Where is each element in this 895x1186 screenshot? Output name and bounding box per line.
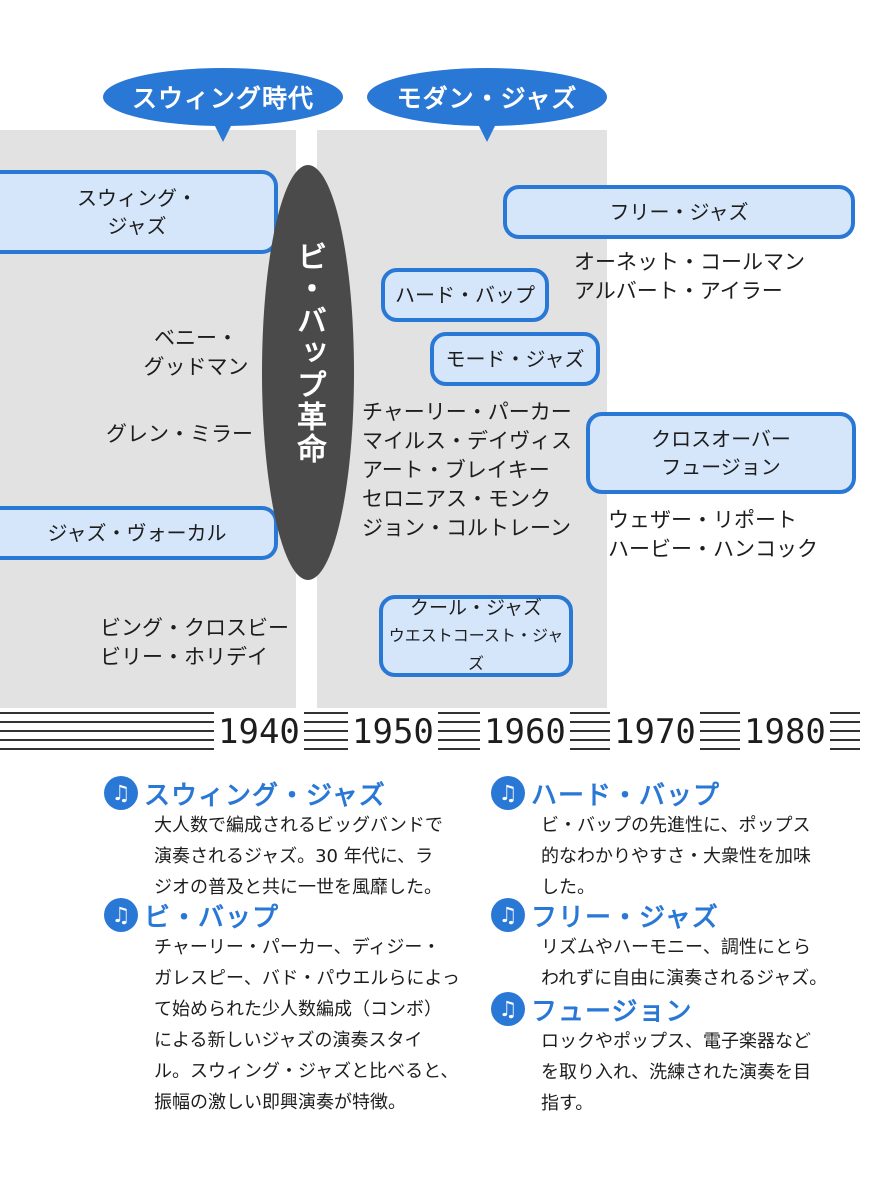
crossover-line2: フュージョン [661,455,781,479]
year-label: 1950 [348,712,438,752]
mode-jazz-label: モード・ジャズ [445,347,585,371]
note-hard-bop: ♫ ハード・バップ ビ・バップの先進性に、ポップス 的なわかりやすさ・大衆性を加… [491,776,871,903]
note-line: 的なわかりやすさ・大衆性を加味 [541,846,811,867]
swing-era-bubble: スウィング時代 [103,68,343,142]
note-line: 指す。 [541,1093,594,1114]
goodman-names: ベニー・ グッドマン [136,324,256,382]
note-line: て始められた少人数編成（コンボ） [154,999,442,1020]
note-title: フリー・ジャズ [531,902,719,933]
music-note-icon: ♫ [491,776,525,810]
free-jazz-label: フリー・ジャズ [609,200,749,224]
cool-jazz-box: クール・ジャズ ウエストコースト・ジャズ [379,595,573,677]
note-head: ♫ スウィング・ジャズ [104,776,484,811]
name-line: アート・ブレイキー [362,458,550,482]
swing-era-label: スウィング時代 [131,84,314,113]
year-label: 1940 [214,712,304,752]
note-line: チャーリー・パーカー、ディジー・ [154,937,441,958]
free-jazz-box: フリー・ジャズ [503,185,855,239]
note-body: ロックやポップス、電子楽器など を取り入れ、洗練された演奏を目 指す。 [541,1026,871,1119]
note-line: 振幅の激しい即興演奏が特徴。 [154,1092,406,1113]
name-line: アルバート・アイラー [574,279,783,303]
crossover-line1: クロスオーバー [651,427,791,451]
name-line: ビング・クロスビー [100,616,289,640]
free-names: オーネット・コールマン アルバート・アイラー [574,248,805,306]
mode-jazz-box: モード・ジャズ [430,332,600,386]
modern-names: チャーリー・パーカー マイルス・デイヴィス アート・ブレイキー セロニアス・モン… [362,398,572,543]
note-line: ビ・バップの先進性に、ポップス [541,815,811,836]
music-note-icon: ♫ [491,898,525,932]
note-body: リズムやハーモニー、調性にとら われずに自由に演奏されるジャズ。 [541,932,871,994]
modern-era-label: モダン・ジャズ [396,84,578,113]
note-bebop: ♫ ビ・バップ チャーリー・パーカー、ディジー・ ガレスピー、バド・パウエルらに… [104,898,484,1118]
note-head: ♫ フリー・ジャズ [491,898,871,933]
bubble-tail [214,124,232,142]
modern-era-bubble: モダン・ジャズ [367,68,607,142]
note-body: チャーリー・パーカー、ディジー・ ガレスピー、バド・パウエルらによっ て始められ… [154,932,484,1118]
name-line: オーネット・コールマン [574,250,805,274]
music-note-icon: ♫ [104,898,138,932]
jazz-vocal-label: ジャズ・ヴォーカル [47,521,227,545]
name-line: マイルス・デイヴィス [362,429,572,453]
note-line: ル。スウィング・ジャズと比べると、 [154,1061,459,1082]
name-line: チャーリー・パーカー [362,400,572,424]
note-title: ビ・バップ [144,902,280,933]
hard-bop-label: ハード・バップ [395,283,535,307]
cool-jazz-line2: ウエストコースト・ジャズ [388,626,564,673]
note-line: リズムやハーモニー、調性にとら [541,937,811,958]
name-line: グレン・ミラー [106,422,253,446]
note-line: ロックやポップス、電子楽器など [541,1031,811,1052]
music-note-icon: ♫ [104,776,138,810]
note-head: ♫ ハード・バップ [491,776,871,811]
name-line: グッドマン [143,355,249,379]
year-label: 1970 [610,712,700,752]
swing-jazz-line2: ジャズ [107,214,167,238]
note-line: われずに自由に演奏されるジャズ。 [541,968,828,989]
name-line: セロニアス・モンク [362,487,551,511]
swing-jazz-line1: スウィング・ [77,186,197,210]
note-head: ♫ ビ・バップ [104,898,484,933]
cool-jazz-line1: クール・ジャズ [409,597,543,619]
vocal-names: ビング・クロスビー ビリー・ホリデイ [100,614,289,672]
note-line: を取り入れ、洗練された演奏を目 [541,1062,812,1083]
miller-name: グレン・ミラー [106,420,253,449]
note-line: した。 [541,877,595,898]
note-line: 演奏されるジャズ。30 年代に、ラ [154,846,434,867]
note-body: 大人数で編成されるビッグバンドで 演奏されるジャズ。30 年代に、ラ ジオの普及… [154,810,484,903]
note-line: 大人数で編成されるビッグバンドで [154,815,443,836]
note-line: ガレスピー、バド・パウエルらによっ [154,968,460,989]
name-line: ビリー・ホリデイ [100,645,268,669]
year-label: 1980 [740,712,830,752]
bubble-tail [478,124,496,142]
note-line: ジオの普及と共に一世を風靡した。 [154,877,442,898]
note-body: ビ・バップの先進性に、ポップス 的なわかりやすさ・大衆性を加味 した。 [541,810,871,903]
crossover-fusion-box: クロスオーバー フュージョン [586,412,856,494]
name-line: ベニー・ [154,326,238,350]
hard-bop-box: ハード・バップ [381,268,549,322]
bebop-revolution-label: ビ・バップ革命 [291,240,326,465]
note-line: による新しいジャズの演奏スタイ [154,1030,423,1051]
name-line: ジョン・コルトレーン [362,516,571,540]
music-note-icon: ♫ [491,992,525,1026]
fusion-names: ウェザー・リポート ハービー・ハンコック [608,506,818,564]
name-line: ウェザー・リポート [608,508,797,532]
year-label: 1960 [480,712,570,752]
jazz-vocal-box: ジャズ・ヴォーカル [0,506,278,560]
bebop-revolution-shape: ビ・バップ革命 [262,165,354,580]
note-title: ハード・バップ [531,780,721,811]
note-free-jazz: ♫ フリー・ジャズ リズムやハーモニー、調性にとら われずに自由に演奏されるジャ… [491,898,871,994]
note-title: スウィング・ジャズ [144,780,386,811]
note-title: フュージョン [531,996,693,1027]
name-line: ハービー・ハンコック [608,537,818,561]
swing-jazz-box: スウィング・ ジャズ [0,170,278,254]
note-swing-jazz: ♫ スウィング・ジャズ 大人数で編成されるビッグバンドで 演奏されるジャズ。30… [104,776,484,903]
note-fusion: ♫ フュージョン ロックやポップス、電子楽器など を取り入れ、洗練された演奏を目… [491,992,871,1119]
note-head: ♫ フュージョン [491,992,871,1027]
